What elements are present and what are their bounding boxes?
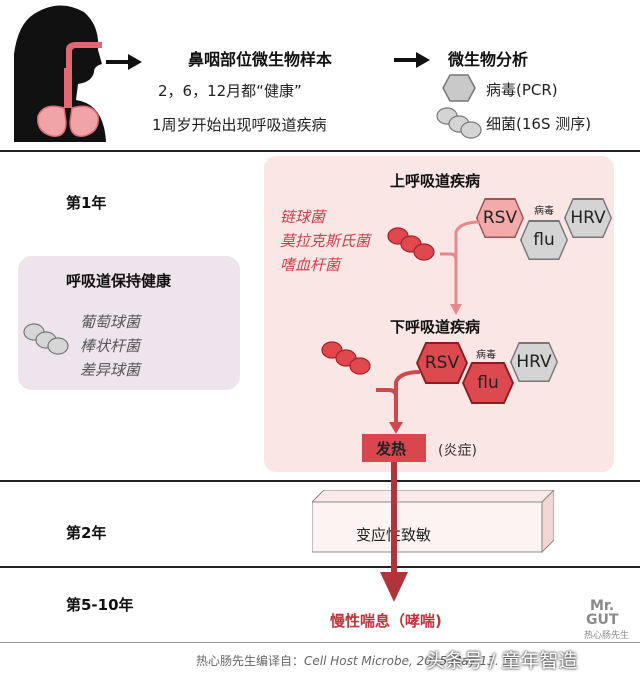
logo-subtitle: 热心肠先生 — [584, 631, 630, 641]
fever-note: (炎症) — [438, 443, 477, 459]
arrow-to-analysis-icon — [394, 52, 430, 68]
lower-rsv-hexagon: RSV — [416, 342, 468, 384]
lower-disease-title: 下呼吸道疾病 — [390, 318, 481, 336]
healthy-bacteria-1: 葡萄球菌 — [80, 313, 141, 331]
merge-connector-lower — [376, 370, 421, 434]
sample-line-2: 1周岁开始出现呼吸道疾病 — [152, 116, 327, 134]
wheeze-label: 慢性喘息（哮喘) — [330, 612, 442, 630]
upper-virus-tag: 病毒 — [534, 206, 554, 217]
year-1-label: 第1年 — [66, 194, 107, 212]
child-airway-illustration — [14, 5, 106, 142]
upper-flu-hexagon: flu — [520, 220, 568, 260]
logo-mr: Mr. — [590, 598, 615, 614]
healthy-airway-panel — [18, 256, 240, 390]
upper-disease-title: 上呼吸道疾病 — [390, 172, 481, 190]
bacteria-cluster-icon — [436, 107, 482, 139]
year-5-10-label: 第5-10年 — [66, 596, 134, 614]
divider-footer — [0, 642, 640, 643]
logo-gut: GUT — [586, 612, 619, 628]
virus-legend-label: 病毒(PCR) — [486, 81, 558, 99]
footer-prefix: 热心肠先生编译自： — [196, 654, 305, 668]
merge-connector-upper — [440, 220, 481, 315]
analysis-title: 微生物分析 — [448, 50, 529, 69]
watermark-overlay: 头条号 / 童年智造 — [426, 650, 578, 672]
upper-flu-label: flu — [533, 230, 555, 250]
lower-flu-hexagon: flu — [462, 362, 514, 404]
fever-box — [362, 434, 426, 462]
pathogen-bacteria-upper-icon — [387, 227, 435, 261]
pathogen-1: 链球菌 — [280, 208, 326, 226]
divider-year5 — [0, 566, 640, 568]
virus-hexagon-icon — [442, 74, 476, 102]
commensal-bacteria-icon — [23, 323, 69, 355]
sample-title: 鼻咽部位微生物样本 — [188, 50, 333, 69]
arrow-to-sample-icon — [106, 54, 142, 70]
healthy-panel-title: 呼吸道保持健康 — [66, 272, 172, 290]
upper-hrv-hexagon: HRV — [564, 198, 612, 238]
lower-virus-tag: 病毒 — [476, 350, 496, 361]
year-2-label: 第2年 — [66, 524, 107, 542]
divider-year2 — [0, 480, 640, 482]
footer-citation: Cell Host Microbe, 2015 May 13. 5. — [304, 654, 514, 668]
upper-rsv-hexagon: RSV — [476, 198, 524, 238]
bacteria-legend-label: 细菌(16S 测序) — [486, 115, 592, 133]
upper-hrv-label: HRV — [570, 208, 606, 228]
lower-hrv-label: HRV — [516, 352, 552, 372]
pathogen-2: 莫拉克斯氏菌 — [280, 232, 371, 250]
lower-hrv-hexagon: HRV — [510, 342, 558, 382]
lower-flu-label: flu — [477, 373, 499, 393]
healthy-bacteria-2: 棒状杆菌 — [80, 337, 141, 355]
footer-source: 热心肠先生编译自：Cell Host Microbe, 2015 May 13.… — [196, 652, 514, 669]
divider-top — [0, 150, 640, 152]
allergy-box-shape — [312, 490, 554, 554]
fever-label: 发热 — [376, 440, 407, 458]
pathogen-3: 嗜血杆菌 — [280, 256, 341, 274]
healthy-bacteria-3: 差异球菌 — [80, 361, 141, 379]
sample-line-1: 2，6，12月都“健康” — [158, 82, 302, 100]
disease-panel — [264, 156, 614, 472]
progression-arrow — [380, 462, 408, 602]
upper-rsv-label: RSV — [482, 208, 518, 228]
lower-rsv-label: RSV — [424, 353, 460, 373]
pathogen-bacteria-lower-icon — [321, 341, 371, 375]
